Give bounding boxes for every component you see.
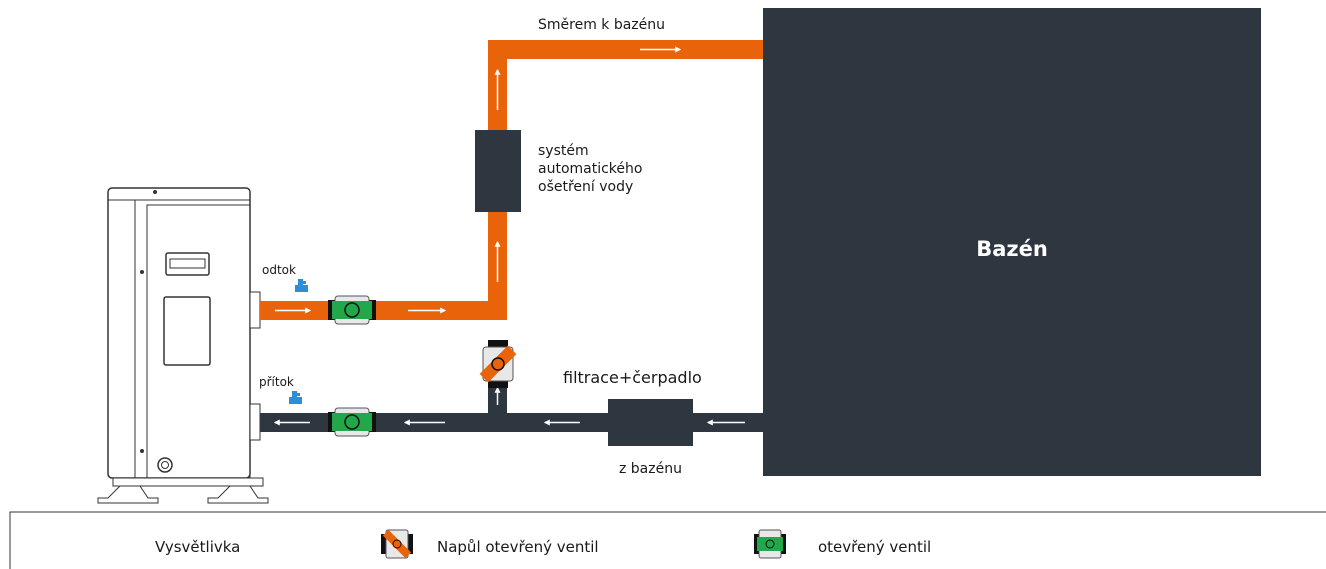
water-treatment-unit: [475, 130, 521, 212]
drain-icon: [295, 279, 308, 292]
half-open-valve-bypass[interactable]: [479, 340, 517, 388]
filter-pump-unit: [608, 399, 693, 446]
to-pool-label: Směrem k bazénu: [538, 17, 665, 33]
heat-pump-unit: [97, 187, 269, 504]
open-valve-outlet[interactable]: [328, 295, 376, 325]
water-treatment-line-1: systém: [538, 143, 589, 159]
open-valve-inlet[interactable]: [328, 407, 376, 437]
legend-half-open-label: Napůl otevřený ventil: [437, 538, 599, 556]
drain-icon: [289, 391, 302, 404]
open-valve-icon: [754, 529, 786, 559]
water-treatment-label: systém automatického ošetření vody: [538, 143, 647, 195]
legend-open-label: otevřený ventil: [818, 538, 931, 556]
pool-label: Bazén: [976, 237, 1048, 261]
legend: Vysvětlivka Napůl otevřený ventil otevře…: [9, 511, 1326, 569]
from-pool-label: z bazénu: [619, 461, 682, 477]
inlet-label: přítok: [259, 375, 294, 389]
flow-arrows: [273, 46, 745, 426]
outlet-label: odtok: [262, 263, 296, 277]
filter-pump-label: filtrace+čerpadlo: [563, 368, 702, 387]
half-open-valve-icon: [381, 529, 413, 559]
water-treatment-line-2: automatického: [538, 161, 642, 177]
legend-title: Vysvětlivka: [155, 538, 240, 556]
hot-water-pipes: [260, 40, 763, 320]
water-treatment-line-3: ošetření vody: [538, 179, 633, 195]
pool: [763, 8, 1261, 476]
